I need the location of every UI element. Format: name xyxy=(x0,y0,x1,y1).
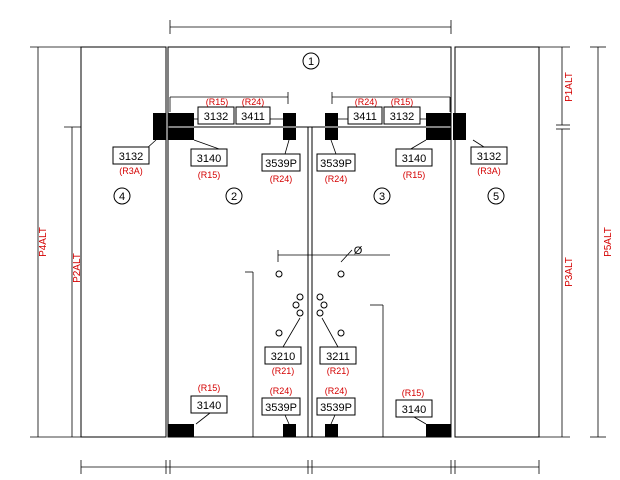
part-top-left-3411: (R24) 3411 xyxy=(235,97,271,125)
part-handle-3211: 3211 (R21) xyxy=(319,317,357,376)
svg-text:3539P: 3539P xyxy=(320,158,352,170)
svg-text:(R15): (R15) xyxy=(402,388,425,398)
part-left-3140: 3140 (R15) xyxy=(190,139,228,180)
panel-number-2: 2 xyxy=(225,187,243,205)
left-outer-dimension: P4ALT xyxy=(30,46,81,438)
panel-number-4: 4 xyxy=(113,187,131,205)
part-left-3132: 3132 (R3A) xyxy=(112,139,157,176)
svg-text:5: 5 xyxy=(493,191,499,203)
handle-guide-lines xyxy=(245,271,384,437)
top-dimension xyxy=(169,20,452,34)
svg-text:(R24): (R24) xyxy=(355,97,378,107)
right-mid-dimension: P3ALT xyxy=(539,129,575,438)
svg-text:(R15): (R15) xyxy=(403,170,426,180)
bottom-dimension xyxy=(80,460,540,474)
diameter-symbol: Ø xyxy=(354,245,363,257)
part-bottom-right-3539p: (R24) 3539P xyxy=(316,386,356,425)
part-handle-3210: 3210 (R21) xyxy=(264,317,302,376)
svg-text:(R24): (R24) xyxy=(270,174,293,184)
svg-text:3411: 3411 xyxy=(353,111,377,123)
svg-text:3211: 3211 xyxy=(326,351,350,363)
svg-text:(R24): (R24) xyxy=(325,386,348,396)
part-top-right-3132: (R15) 3132 xyxy=(383,97,421,125)
svg-text:3210: 3210 xyxy=(271,351,295,363)
svg-text:3132: 3132 xyxy=(477,151,501,163)
svg-text:3140: 3140 xyxy=(197,400,221,412)
svg-text:3140: 3140 xyxy=(402,404,426,416)
svg-text:(R21): (R21) xyxy=(327,366,350,376)
panel-1-frame xyxy=(167,46,452,438)
svg-text:3132: 3132 xyxy=(390,111,414,123)
panel-5-frame xyxy=(454,46,540,438)
right-outer-dimension: P5ALT xyxy=(590,46,614,438)
svg-text:3539P: 3539P xyxy=(320,402,352,414)
panel-number-3: 3 xyxy=(373,187,391,205)
svg-text:3539P: 3539P xyxy=(265,402,297,414)
svg-text:(R15): (R15) xyxy=(198,383,221,393)
handle-holes xyxy=(275,270,345,337)
svg-text:3140: 3140 xyxy=(197,153,221,165)
handle-dimension: Ø xyxy=(277,245,390,263)
part-bottom-left-3140: (R15) 3140 xyxy=(190,383,228,425)
svg-text:3132: 3132 xyxy=(119,151,143,163)
left-inner-dimension: P2ALT xyxy=(64,126,83,437)
svg-text:(R3A): (R3A) xyxy=(119,166,143,176)
right-top-dimension: P1ALT xyxy=(539,46,575,130)
svg-text:(R15): (R15) xyxy=(198,170,221,180)
part-right-3539p: 3539P (R24) xyxy=(316,139,356,184)
svg-text:(R24): (R24) xyxy=(242,97,265,107)
svg-text:2: 2 xyxy=(231,191,237,203)
svg-text:3: 3 xyxy=(379,191,385,203)
panel-number-1: 1 xyxy=(302,52,320,70)
svg-text:3539P: 3539P xyxy=(265,158,297,170)
hinge-blocks xyxy=(153,113,466,437)
svg-text:(R24): (R24) xyxy=(270,386,293,396)
part-top-right-3411: (R24) 3411 xyxy=(347,97,383,125)
part-top-left-3132: (R15) 3132 xyxy=(197,97,235,125)
svg-text:(R15): (R15) xyxy=(206,97,229,107)
svg-text:P4ALT: P4ALT xyxy=(38,227,49,257)
svg-text:P2ALT: P2ALT xyxy=(72,253,83,283)
svg-text:P3ALT: P3ALT xyxy=(564,257,575,287)
part-left-3539p: 3539P (R24) xyxy=(261,139,301,184)
svg-text:3140: 3140 xyxy=(402,153,426,165)
svg-text:(R21): (R21) xyxy=(272,366,295,376)
panel-number-5: 5 xyxy=(487,187,505,205)
svg-text:P5ALT: P5ALT xyxy=(603,227,614,257)
part-bottom-right-3140: (R15) 3140 xyxy=(395,388,433,425)
svg-text:4: 4 xyxy=(119,191,125,203)
svg-text:3132: 3132 xyxy=(204,111,228,123)
svg-text:3411: 3411 xyxy=(241,111,265,123)
svg-text:(R3A): (R3A) xyxy=(477,166,501,176)
svg-text:1: 1 xyxy=(308,56,314,68)
svg-text:(R15): (R15) xyxy=(391,97,414,107)
svg-text:P1ALT: P1ALT xyxy=(564,72,575,102)
panel-4-frame xyxy=(80,46,167,438)
svg-text:(R24): (R24) xyxy=(325,174,348,184)
part-right-3140: 3140 (R15) xyxy=(395,139,433,180)
part-bottom-left-3539p: (R24) 3539P xyxy=(261,386,301,425)
part-right-3132: 3132 (R3A) xyxy=(470,139,508,176)
